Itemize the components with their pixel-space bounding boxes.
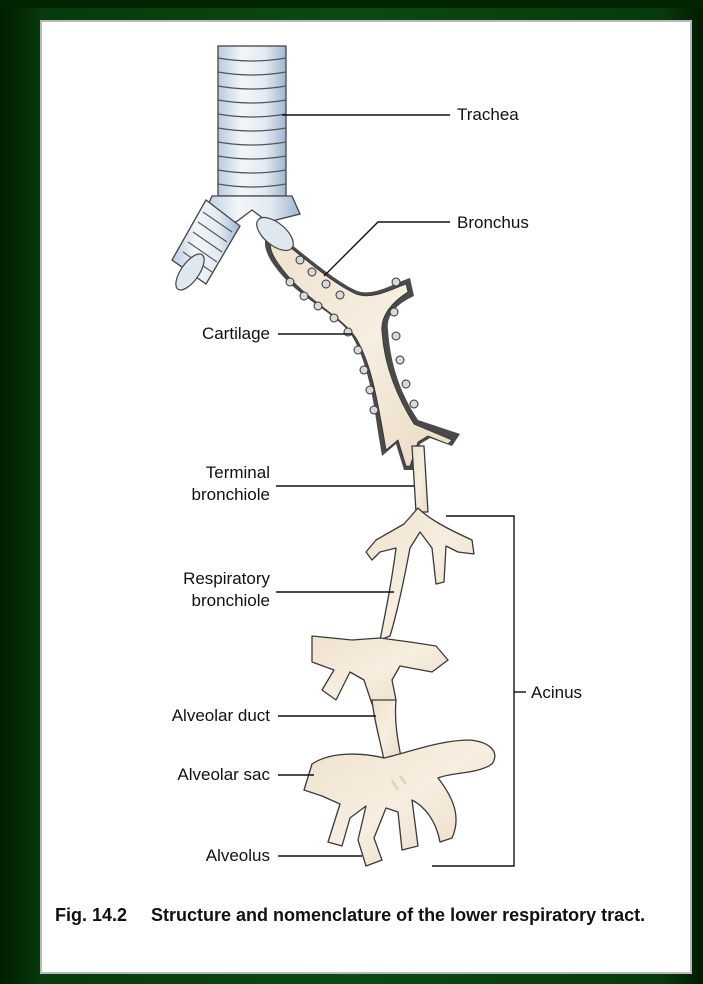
trachea-label: Trachea — [457, 105, 519, 124]
respiratory-bronchiole-label-group: Respiratory bronchiole — [183, 569, 394, 610]
alveolar-sac-label: Alveolar sac — [177, 765, 270, 784]
cartilage-label-group: Cartilage — [202, 324, 352, 343]
bronchus-label: Bronchus — [457, 213, 529, 232]
bronchus-label-group: Bronchus — [324, 213, 529, 276]
figure-caption: Fig. 14.2 Structure and nomenclature of t… — [55, 902, 675, 928]
alveolar-duct-label-group: Alveolar duct — [172, 706, 376, 725]
caption-text: Structure and nomenclature of the lower … — [151, 905, 645, 925]
alveolus-label-group: Alveolus — [206, 846, 362, 865]
bronchus-illustration — [251, 211, 460, 470]
acinus-label: Acinus — [531, 683, 582, 702]
cartilage-label: Cartilage — [202, 324, 270, 343]
respiratory-bronchiole-label-line2: bronchiole — [192, 591, 270, 610]
alveolus-label: Alveolus — [206, 846, 270, 865]
acinus-illustration — [304, 446, 495, 866]
figure-number: Fig. 14.2 — [55, 905, 127, 925]
terminal-bronchiole-label-group: Terminal bronchiole — [192, 463, 414, 504]
trachea-illustration — [204, 46, 300, 222]
alveolar-sac-label-group: Alveolar sac — [177, 765, 314, 784]
terminal-bronchiole-label-line1: Terminal — [206, 463, 270, 482]
respiratory-bronchiole-label-line1: Respiratory — [183, 569, 270, 588]
terminal-bronchiole-label-line2: bronchiole — [192, 485, 270, 504]
alveolar-duct-label: Alveolar duct — [172, 706, 271, 725]
trachea-label-group: Trachea — [282, 105, 519, 124]
